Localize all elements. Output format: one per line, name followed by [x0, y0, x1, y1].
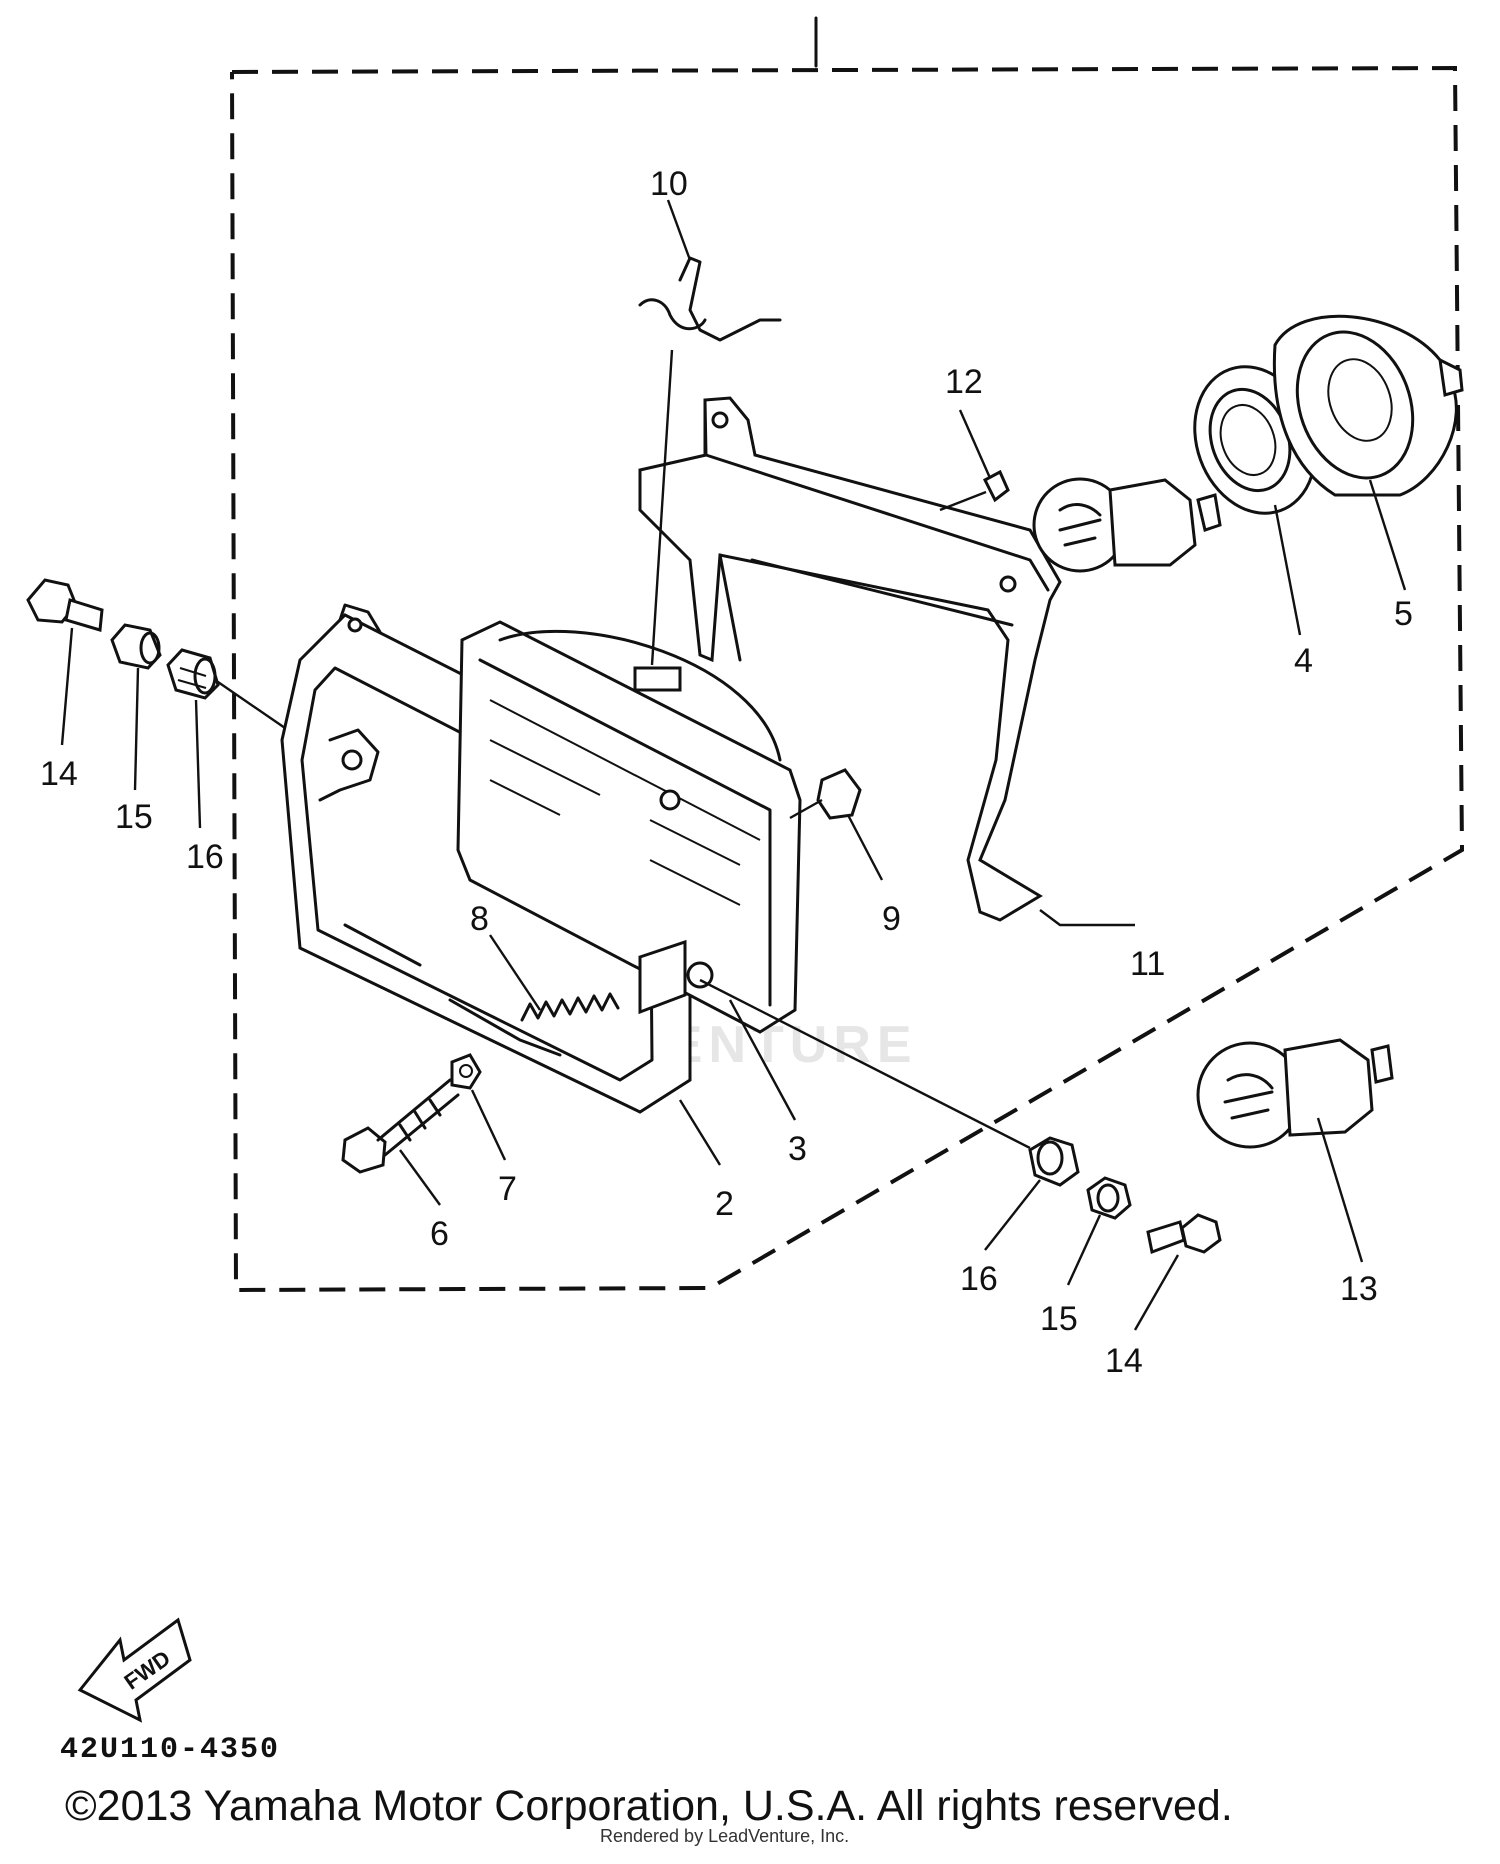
part-11-headlight-case: [638, 396, 1062, 922]
callout-16-left: 16: [186, 838, 224, 876]
callout-15-right: 15: [1040, 1300, 1078, 1338]
callout-14-left: 14: [40, 755, 78, 793]
part-15-collar-left: [110, 623, 162, 670]
callout-8: 8: [470, 900, 489, 938]
leader-4: [1273, 504, 1302, 636]
callout-3: 3: [788, 1130, 807, 1168]
leader-14-right: [1133, 1254, 1180, 1331]
callout-4: 4: [1294, 642, 1313, 680]
assembly-boundary: [230, 65, 1465, 1293]
part-10-clip-spring: [638, 256, 782, 666]
part-16-grommet-left: [166, 648, 220, 700]
leader-15-left: [133, 667, 140, 791]
part-12-nut: [983, 469, 1010, 503]
callout-9: 9: [882, 900, 901, 938]
callout-7: 7: [498, 1170, 517, 1208]
part-13-bulb: [1196, 1038, 1394, 1149]
leader-13: [1316, 1117, 1364, 1263]
leader-10: [666, 199, 692, 261]
callout-12: 12: [945, 363, 983, 401]
leader-3: [728, 999, 797, 1121]
callout-16-right: 16: [960, 1260, 998, 1298]
callout-13: 13: [1340, 1270, 1378, 1308]
callout-10: 10: [650, 165, 688, 203]
part-16-grommet-right: [1028, 1136, 1080, 1187]
leader-2: [678, 1099, 722, 1166]
leader-12b: [939, 490, 987, 512]
leader-16-right: [984, 1179, 1041, 1251]
part-14-bolt-left: [26, 578, 104, 632]
leader-16-left: [194, 699, 202, 829]
leader-6: [399, 1149, 441, 1206]
callout-14-right: 14: [1105, 1342, 1143, 1380]
part-4-headlight-bulb: [1032, 477, 1222, 573]
callout-2: 2: [715, 1185, 734, 1223]
leader-11: [1039, 909, 1135, 927]
leader-15-right: [1066, 1214, 1102, 1286]
diagram-code: 42U110-4350: [60, 1733, 281, 1767]
rendered-by-credit: Rendered by LeadVenture, Inc.: [600, 1826, 850, 1846]
leader-left-fastener: [217, 681, 286, 729]
callout-6: 6: [430, 1215, 449, 1253]
part-8-spring: [489, 934, 620, 1022]
leader-14-left: [60, 627, 74, 746]
callout-15-left: 15: [115, 798, 153, 836]
forward-direction-arrow: FWD: [77, 1617, 192, 1723]
leader-9: [846, 814, 884, 881]
callout-11: 11: [1130, 945, 1165, 983]
leader-right-fastener: [699, 978, 1031, 1150]
leader-5: [1368, 479, 1407, 591]
part-5-bulb-cover: [1272, 314, 1464, 497]
copyright-notice: ©2013 Yamaha Motor Corporation, U.S.A. A…: [65, 1782, 1233, 1830]
callout-5: 5: [1394, 595, 1413, 633]
leader-7: [470, 1089, 507, 1161]
leader-12: [958, 409, 992, 479]
part-7-nut: [450, 1053, 482, 1090]
part-14-bolt-right: [1146, 1213, 1222, 1255]
part-6-screw: [341, 1078, 460, 1174]
part-9-adjuster-nut: [789, 768, 862, 820]
part-3-headlight-unit: [456, 620, 802, 1034]
part-15-collar-right: [1086, 1176, 1132, 1220]
